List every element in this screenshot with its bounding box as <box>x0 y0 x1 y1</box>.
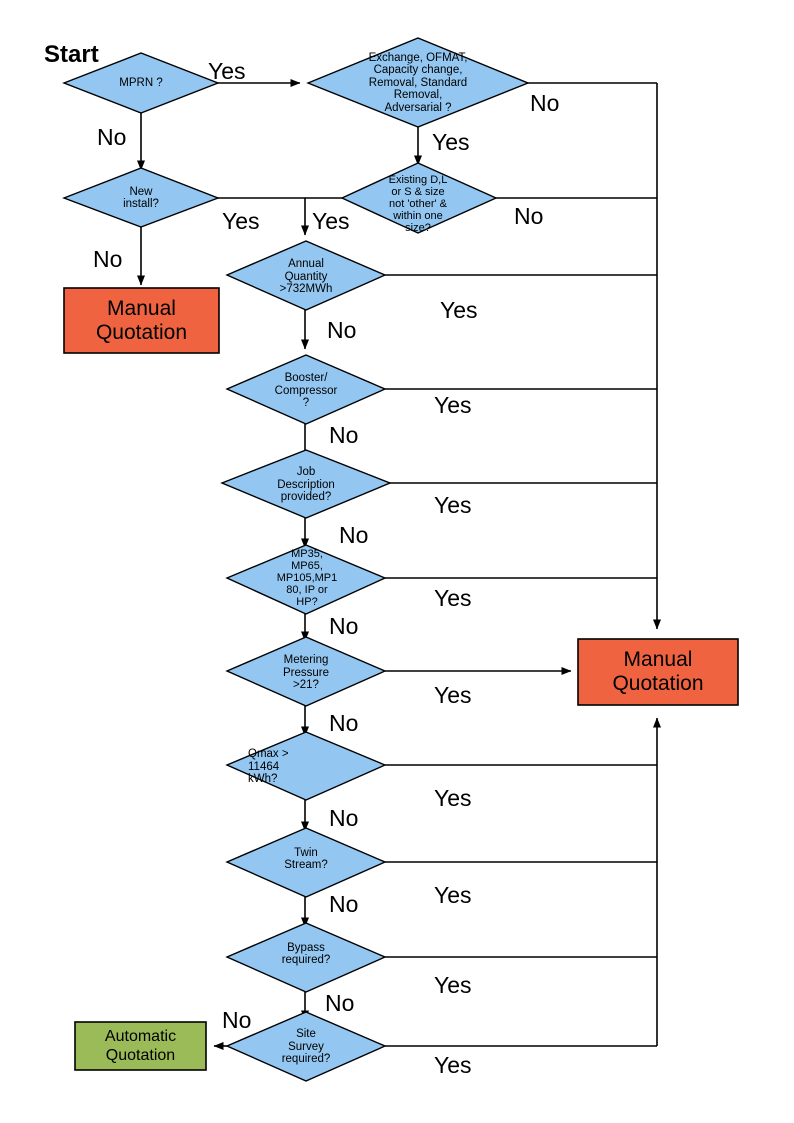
terminal-automatic-quotation[interactable] <box>74 1021 207 1071</box>
decision-sitesurvey[interactable] <box>225 1011 387 1082</box>
start-label: Start <box>44 41 99 68</box>
terminal-manual-quotation-left[interactable] <box>63 287 220 354</box>
edge-label-newinstall-yes: Yes <box>222 208 260 234</box>
decision-jobdesc[interactable] <box>220 449 392 519</box>
edge-label-booster-no: No <box>329 422 359 448</box>
decision-booster[interactable] <box>225 354 387 425</box>
edge-label-sitesurvey-no: No <box>222 1007 252 1033</box>
decision-bypass[interactable] <box>225 922 387 993</box>
edge-label-metering-yes: Yes <box>434 682 472 708</box>
edge-label-existing-yes: Yes <box>312 208 350 234</box>
decision-exchange[interactable] <box>306 37 530 128</box>
edge-label-mp-yes: Yes <box>434 585 472 611</box>
edge-label-mprn-no: No <box>97 124 127 150</box>
decision-annual[interactable] <box>225 240 387 311</box>
edge-label-qmax-no: No <box>329 805 359 831</box>
edge-label-booster-yes: Yes <box>434 392 472 418</box>
decision-metering[interactable] <box>225 636 387 707</box>
decision-existing[interactable] <box>340 162 498 234</box>
edge-label-existing-no: No <box>514 203 544 229</box>
edge-label-annual-yes: Yes <box>440 297 478 323</box>
edge-label-sitesurvey-yes: Yes <box>434 1052 472 1078</box>
decision-qmax[interactable] <box>225 731 387 801</box>
edge-label-exchange-no: No <box>530 90 560 116</box>
edge-label-annual-no: No <box>327 317 357 343</box>
edge-label-exchange-yes: Yes <box>432 129 470 155</box>
edge-label-twin-no: No <box>329 891 359 917</box>
decision-mprn[interactable] <box>62 52 220 114</box>
edge-label-bypass-no: No <box>325 990 355 1016</box>
terminal-manual-quotation-right[interactable] <box>577 638 739 706</box>
decision-mp[interactable] <box>225 544 387 615</box>
edge-label-mp-no: No <box>329 613 359 639</box>
edge-label-metering-no: No <box>329 710 359 736</box>
edge-label-jobdesc-yes: Yes <box>434 492 472 518</box>
edge-label-qmax-yes: Yes <box>434 785 472 811</box>
edge-label-mprn-yes: Yes <box>208 58 246 84</box>
edge-label-twin-yes: Yes <box>434 882 472 908</box>
edge-label-newinstall-no: No <box>93 246 123 272</box>
edge-label-jobdesc-no: No <box>339 522 369 548</box>
edge-label-bypass-yes: Yes <box>434 972 472 998</box>
decision-newinstall[interactable] <box>62 167 220 228</box>
decision-twin[interactable] <box>225 827 387 898</box>
